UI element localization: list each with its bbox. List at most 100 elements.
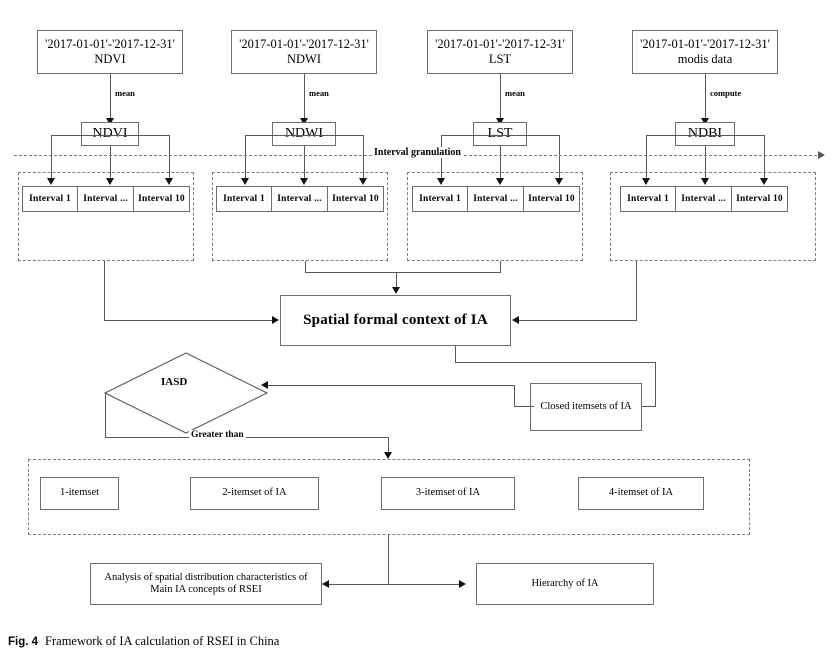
arrowhead-context-right	[512, 316, 519, 324]
ndbi-bus	[646, 135, 765, 136]
lst-bus	[441, 135, 560, 136]
arrowhead-ndvi-index	[106, 118, 114, 125]
index-box-ndwi-label: NDWI	[284, 125, 324, 141]
arrowhead-lst-index	[496, 118, 504, 125]
ndvi-route-right	[104, 320, 272, 321]
granulation-group-ndvi	[18, 172, 194, 261]
source-box-modis-label: '2017-01-01'-'2017-12-31' modis data	[640, 37, 770, 66]
closed-out-up	[514, 385, 515, 407]
edge-label-ndvi-mean: mean	[113, 88, 137, 98]
arrowhead-ndvi-interval-1	[47, 178, 55, 185]
interval-cell-label: Interval 10	[528, 194, 575, 204]
arrowhead-ndwi-index	[300, 118, 308, 125]
ndwi-bus	[245, 135, 364, 136]
edge-label-modis-compute: compute	[708, 88, 744, 98]
arrowhead-ndbi-interval-10	[760, 178, 768, 185]
spatial-formal-context-box: Spatial formal context of IA	[280, 295, 511, 346]
granulation-group-lst	[407, 172, 583, 261]
context-out-right	[455, 362, 656, 363]
ndbi-route-left	[519, 320, 637, 321]
itemset-3-box: 3-itemset of IA	[381, 477, 515, 510]
granulation-group-ndbi	[610, 172, 816, 261]
interval-cell-label: Interval 1	[627, 194, 669, 204]
source-box-lst: '2017-01-01'-'2017-12-31' LST	[427, 30, 573, 74]
merge-to-context	[396, 272, 397, 288]
ndvi-route-down	[104, 261, 105, 321]
interval-cell-label: Interval 1	[29, 194, 71, 204]
interval-cell: Interval ...	[78, 186, 134, 212]
interval-cell-label: Interval 1	[223, 194, 265, 204]
interval-cell-label: Interval ...	[681, 194, 726, 204]
greater-than-label: Greater than	[189, 430, 246, 440]
index-box-ndvi: NDVI	[81, 122, 139, 146]
lst-merge-down	[500, 261, 501, 273]
granulation-group-ndwi	[212, 172, 388, 261]
connector-lst-source-to-index	[500, 74, 501, 119]
index-box-ndbi: NDBI	[675, 122, 735, 146]
interval-row-ndbi: Interval 1 Interval ... Interval 10	[620, 186, 788, 212]
index-box-ndbi-label: NDBI	[687, 125, 723, 141]
itemset-3-label: 3-itemset of IA	[415, 487, 481, 499]
analysis-output-label: Analysis of spatial distribution charact…	[104, 571, 308, 595]
closed-itemsets-box: Closed itemsets of IA	[530, 383, 642, 431]
index-box-ndwi: NDWI	[272, 122, 336, 146]
ndwi-branch-left	[245, 135, 246, 180]
interval-cell-label: Interval ...	[83, 194, 128, 204]
iasd-decision-label: IASD	[161, 376, 188, 388]
interval-cell-label: Interval 10	[332, 194, 379, 204]
interval-cell-label: Interval 10	[736, 194, 783, 204]
arrowhead-hierarchy-output	[459, 580, 466, 588]
itemset-4-label: 4-itemset of IA	[608, 487, 674, 499]
ndwi-branch-right	[363, 135, 364, 180]
itemset-2-label: 2-itemset of IA	[222, 487, 287, 499]
lst-branch-mid	[500, 146, 501, 180]
greater-than-down	[388, 437, 389, 454]
arrowhead-lst-interval-mid	[496, 178, 504, 185]
arrowhead-ndbi-interval-mid	[701, 178, 709, 185]
iasd-decision	[104, 352, 268, 434]
ndbi-branch-mid	[705, 146, 706, 180]
closed-itemsets-label: Closed itemsets of IA	[540, 400, 632, 412]
greater-than-line	[105, 437, 389, 438]
bottom-split-bar	[329, 584, 459, 585]
analysis-output-box: Analysis of spatial distribution charact…	[90, 563, 322, 605]
edge-label-ndwi-mean: mean	[307, 88, 331, 98]
connector-ndwi-source-to-index	[304, 74, 305, 119]
arrowhead-context-left	[272, 316, 279, 324]
arrowhead-ndvi-interval-mid	[106, 178, 114, 185]
ndbi-route-down	[636, 261, 637, 321]
connector-ndvi-source-to-index	[110, 74, 111, 119]
interval-row-ndwi: Interval 1 Interval ... Interval 10	[216, 186, 384, 212]
interval-cell-label: Interval 10	[138, 194, 185, 204]
edge-label-lst-mean: mean	[503, 88, 527, 98]
interval-cell: Interval ...	[676, 186, 732, 212]
closed-entry-stub	[628, 406, 656, 407]
interval-cell: Interval ...	[468, 186, 524, 212]
interval-cell: Interval ...	[272, 186, 328, 212]
arrowhead-interval-granulation	[818, 151, 825, 159]
arrowhead-lst-interval-10	[555, 178, 563, 185]
itemset-2-box: 2-itemset of IA	[190, 477, 319, 510]
arrowhead-itemsets-band	[384, 452, 392, 459]
index-box-lst: LST	[473, 122, 527, 146]
source-box-ndwi-label: '2017-01-01'-'2017-12-31' NDWI	[239, 37, 369, 66]
iasd-left-down	[105, 393, 106, 438]
ndwi-branch-mid	[304, 146, 305, 180]
interval-cell: Interval 1	[22, 186, 78, 212]
connector-modis-source-to-index	[705, 74, 706, 119]
ndvi-branch-right	[169, 135, 170, 180]
arrowhead-modis-index	[701, 118, 709, 125]
interval-row-lst: Interval 1 Interval ... Interval 10	[412, 186, 580, 212]
arrowhead-ndwi-interval-mid	[300, 178, 308, 185]
itemsets-out-down	[388, 535, 389, 584]
ndvi-bus	[51, 135, 170, 136]
source-box-lst-label: '2017-01-01'-'2017-12-31' LST	[435, 37, 565, 66]
ndwi-merge-down	[305, 261, 306, 273]
interval-cell-label: Interval 1	[419, 194, 461, 204]
arrowhead-lst-interval-1	[437, 178, 445, 185]
ndvi-branch-mid	[110, 146, 111, 180]
interval-cell: Interval 1	[620, 186, 676, 212]
arrowhead-context-top	[392, 287, 400, 294]
itemset-1-label: 1-itemset	[59, 487, 100, 499]
